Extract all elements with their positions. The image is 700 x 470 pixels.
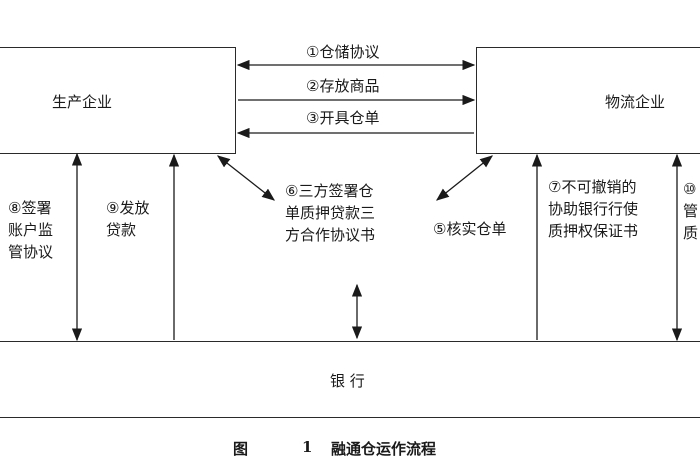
bank-label: 银 行	[330, 372, 365, 390]
label-custody: ⑩ 管 质	[683, 180, 699, 242]
label-issue-receipt: ③开具仓单	[306, 109, 380, 127]
arrow-tripartite-left	[216, 155, 276, 201]
logistics-box	[476, 47, 700, 154]
caption-title: 融通仓运作流程	[331, 440, 437, 458]
arrow-verify-receipt	[435, 155, 494, 201]
label-issue-loan: ⑨发放 贷款	[106, 199, 150, 239]
producer-label: 生产企业	[52, 93, 113, 111]
label-storage-agreement: ①仓储协议	[306, 43, 380, 61]
caption-num: 1	[302, 438, 313, 456]
bank-box	[0, 341, 700, 418]
label-store-goods: ②存放商品	[306, 77, 380, 95]
caption-fig: 图	[233, 440, 249, 458]
logistics-label: 物流企业	[605, 93, 666, 111]
label-verify-receipt: ⑤核实仓单	[433, 220, 507, 238]
label-tripartite: ⑥三方签署仓 单质押贷款三 方合作协议书	[285, 182, 376, 244]
label-account-supervision: ⑧签署 账户监 管协议	[8, 199, 54, 261]
producer-box	[0, 47, 236, 154]
label-guarantee: ⑦不可撤销的 协助银行行使 质押权保证书	[548, 178, 639, 240]
